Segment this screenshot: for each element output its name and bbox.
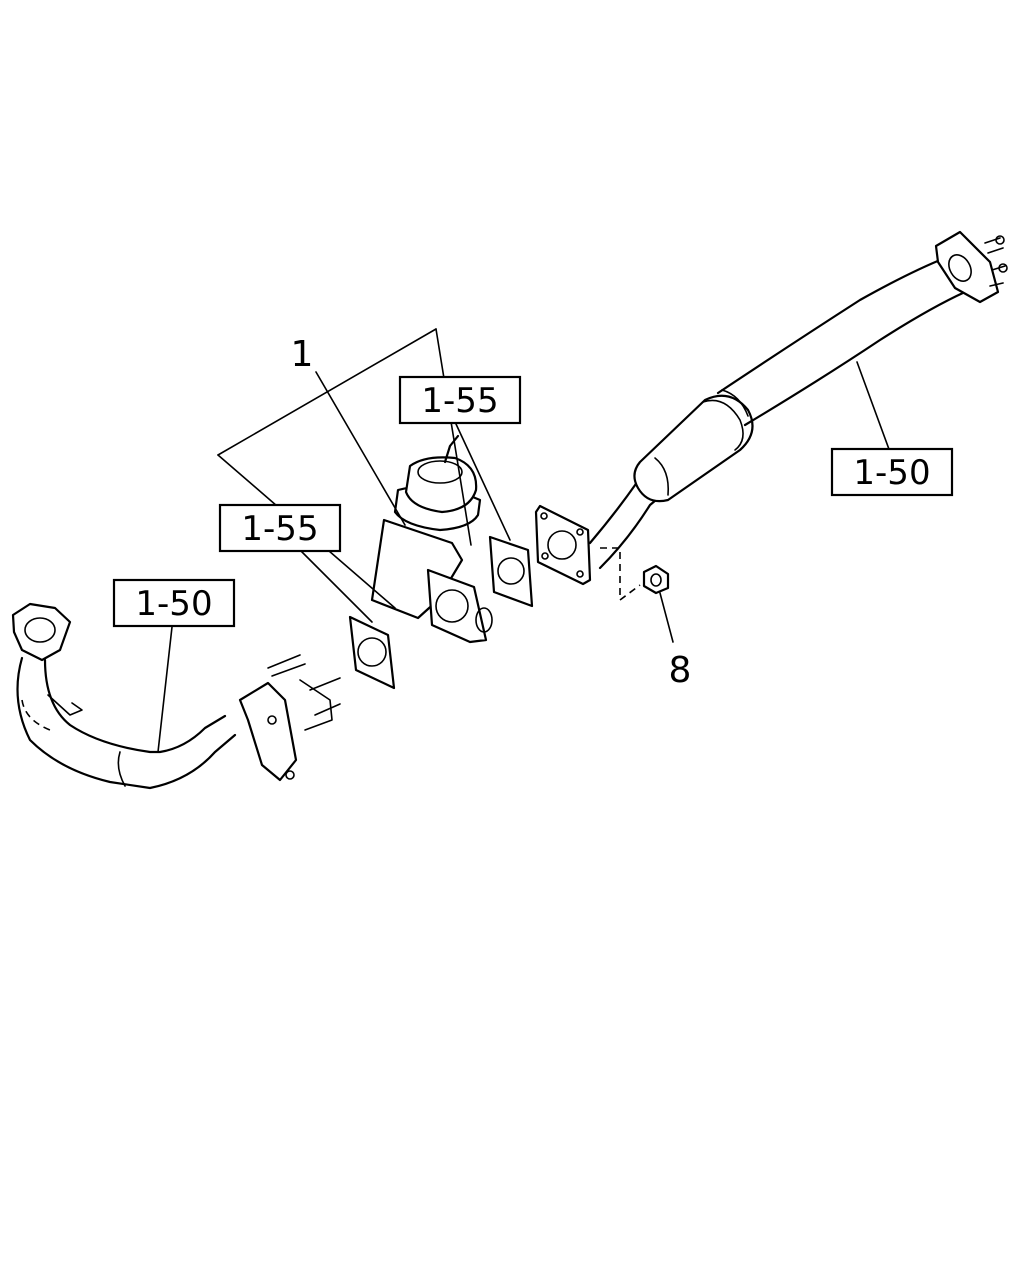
front-exhaust-pipe [11, 602, 341, 790]
front-flange-plate [534, 504, 592, 586]
callout-part-8: 8 [669, 650, 692, 691]
nut [600, 547, 674, 643]
rear-exhaust-pipe [534, 230, 1008, 586]
callout-ref-gasket-upper: 1-55 [398, 375, 522, 425]
rear-flange [934, 230, 1008, 304]
callout-8-text: 8 [669, 650, 692, 691]
leader-lines [217, 328, 511, 623]
callout-1-50-right-text: 1-50 [853, 453, 930, 493]
callout-ref-pipe-right: 1-50 [830, 447, 954, 497]
gasket-lower [348, 615, 396, 690]
exhaust-brake-valve [370, 434, 493, 644]
callout-1-text: 1 [291, 334, 314, 375]
front-flange [238, 654, 341, 782]
callout-part-1: 1 [291, 334, 314, 375]
callout-ref-pipe-left: 1-50 [112, 578, 236, 628]
callout-1-55-upper-text: 1-55 [421, 381, 498, 421]
callout-1-55-lower-text: 1-55 [241, 509, 318, 549]
callout-1-50-left-text: 1-50 [135, 584, 212, 624]
gasket-upper [488, 535, 534, 608]
callout-ref-gasket-lower: 1-55 [218, 503, 342, 553]
